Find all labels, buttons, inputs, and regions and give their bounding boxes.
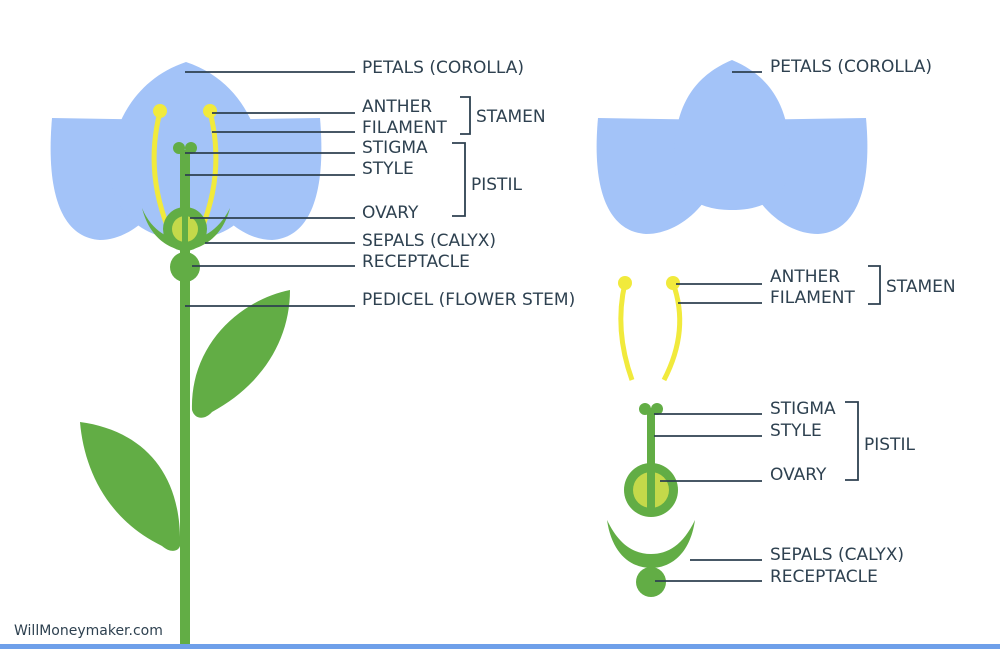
lower-leaf: [80, 422, 181, 551]
right-labels: PETALS (COROLLA) ANTHER FILAMENT STAMEN …: [770, 57, 956, 587]
label-filament-right: FILAMENT: [770, 288, 855, 308]
label-petals: PETALS (COROLLA): [362, 58, 524, 78]
label-ovary-right: OVARY: [770, 465, 827, 485]
petals-right: [596, 60, 868, 234]
watermark: WillMoneymaker.com: [14, 623, 163, 639]
pistil-right: [624, 403, 678, 517]
label-style-right: STYLE: [770, 421, 822, 441]
bottom-bar: [0, 644, 1000, 649]
exploded-parts: [596, 60, 868, 597]
left-leader-lines: [185, 71, 471, 307]
label-pedicel: PEDICEL (FLOWER STEM): [362, 290, 575, 310]
label-stigma: STIGMA: [362, 138, 428, 158]
label-sepals-right: SEPALS (CALYX): [770, 545, 904, 565]
left-labels: PETALS (COROLLA) ANTHER FILAMENT STAMEN …: [362, 58, 575, 310]
label-pistil: PISTIL: [471, 175, 522, 195]
label-anther-right: ANTHER: [770, 267, 840, 287]
upper-leaf: [191, 290, 290, 418]
label-style: STYLE: [362, 159, 414, 179]
label-filament: FILAMENT: [362, 118, 447, 138]
sepals-right: [607, 520, 695, 568]
label-stamen: STAMEN: [476, 107, 546, 127]
label-ovary: OVARY: [362, 203, 419, 223]
stamens-right: [618, 276, 683, 382]
label-pistil-right: PISTIL: [864, 435, 915, 455]
receptacle-left: [170, 252, 200, 282]
label-stigma-right: STIGMA: [770, 399, 836, 419]
label-receptacle-right: RECEPTACLE: [770, 567, 878, 587]
label-receptacle: RECEPTACLE: [362, 252, 470, 272]
label-petals-right: PETALS (COROLLA): [770, 57, 932, 77]
stigma-left: [173, 142, 185, 154]
label-anther: ANTHER: [362, 97, 432, 117]
right-leader-lines: [654, 71, 881, 582]
pedicel-stem: [180, 150, 190, 649]
stamens-left: [151, 104, 219, 229]
sepals-left: [142, 208, 230, 250]
receptacle-right: [636, 567, 666, 597]
whole-flower: [50, 62, 322, 649]
label-stamen-right: STAMEN: [886, 277, 956, 297]
label-sepals: SEPALS (CALYX): [362, 231, 496, 251]
